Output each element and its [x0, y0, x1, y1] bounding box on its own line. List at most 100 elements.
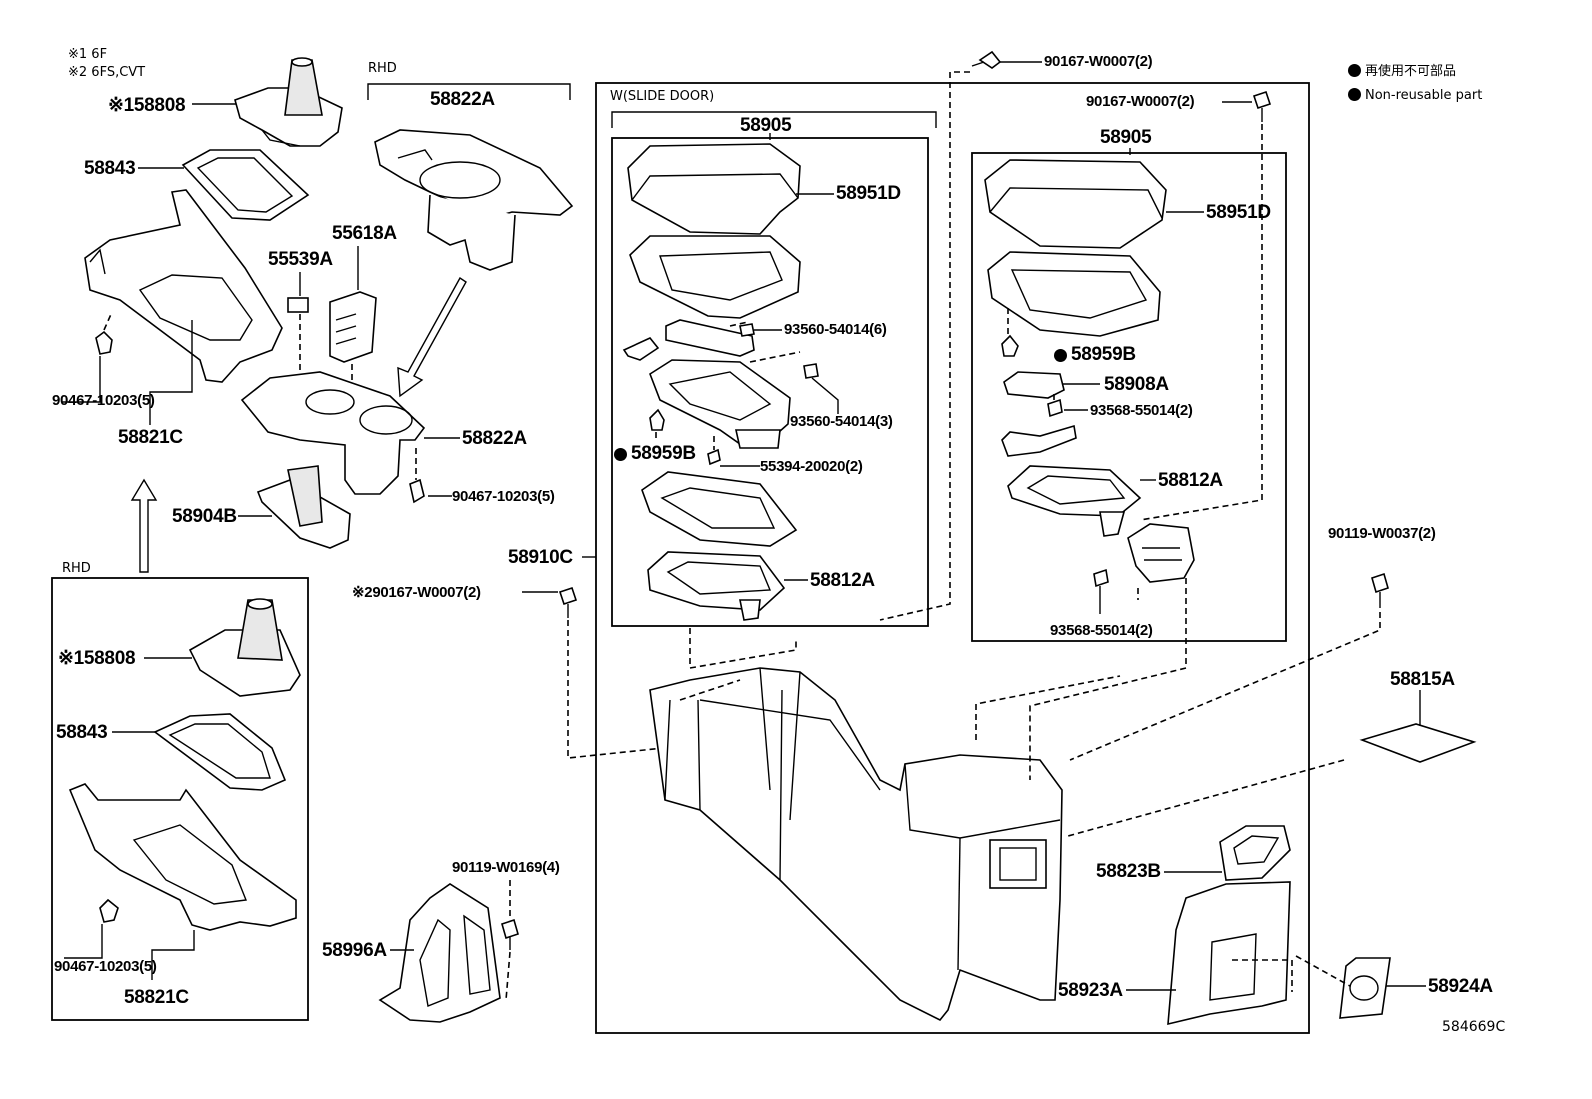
label-58808-bot-text: 58808 [83, 648, 136, 669]
tray-58812a-right [1007, 465, 1142, 537]
rear-panel-58923a [1167, 881, 1291, 1026]
label-58951d-right[interactable]: 58951D [1206, 202, 1271, 223]
screw-93560-3 [803, 363, 819, 379]
label-58812a-right[interactable]: 58812A [1158, 470, 1223, 491]
bolt-90119-w0169 [501, 918, 519, 950]
label-58808-top-text: 58808 [133, 95, 186, 116]
label-93560-3[interactable]: 93560-54014(3) [790, 413, 893, 430]
tray-58812a-left [647, 551, 786, 621]
clip-mid [409, 478, 425, 504]
label-58959b-left[interactable]: 58959B [614, 444, 696, 463]
slide-door-label: W(SLIDE DOOR) [610, 89, 715, 104]
label-90167-right[interactable]: 90167-W0007(2) [1086, 93, 1195, 110]
label-58904b[interactable]: 58904B [172, 506, 237, 527]
cupholder-rhd [374, 129, 574, 271]
non-reusable-dot-icon [1348, 88, 1361, 101]
standard-armrest-frame [971, 152, 1287, 642]
shift-panel-top [84, 189, 283, 383]
pad-58815a [1359, 723, 1477, 763]
console-body-58910c [649, 667, 1063, 1022]
hinge-right [1001, 424, 1077, 457]
cover-58924a [1339, 957, 1391, 1019]
label-58812a-left[interactable]: 58812A [810, 570, 875, 591]
label-90119-w0037[interactable]: 90119-W0037(2) [1328, 525, 1436, 542]
legend-en-text: Non-reusable part [1365, 88, 1483, 103]
cupholder-mid [240, 371, 426, 495]
non-reusable-dot-icon [614, 448, 627, 461]
mark-1: ※1 [58, 648, 84, 669]
label-58822a-mid[interactable]: 58822A [462, 428, 527, 449]
hinge-left [622, 319, 755, 361]
label-58808-top[interactable]: ※158808 [108, 95, 186, 116]
screw-93560-6 [739, 323, 755, 337]
label-58959b-right[interactable]: 58959B [1054, 345, 1136, 364]
screw-90167-left [558, 586, 578, 618]
rhd-frame [51, 577, 309, 1021]
screw-93568-b [1093, 568, 1109, 614]
label-90167-top[interactable]: 90167-W0007(2) [1044, 53, 1153, 70]
non-reusable-dot-icon [1348, 64, 1361, 77]
label-90119-w0169[interactable]: 90119-W0169(4) [452, 859, 560, 876]
label-58905-left[interactable]: 58905 [740, 115, 792, 136]
mark-1: ※1 [108, 95, 134, 116]
figure-code: 584669C [1442, 1019, 1506, 1035]
lid-58951d-right [984, 159, 1167, 249]
label-58815a[interactable]: 58815A [1390, 669, 1455, 690]
clip-58959b-left [649, 408, 665, 431]
clip-55539a [287, 297, 309, 313]
screw-93568-a [1047, 398, 1063, 418]
label-55618a[interactable]: 55618A [332, 223, 397, 244]
label-58905-right[interactable]: 58905 [1100, 127, 1152, 148]
label-58821c-bot[interactable]: 58821C [124, 987, 189, 1008]
console-frame [595, 82, 1310, 1034]
shift-bezel-rhd [153, 713, 287, 791]
label-90467-top[interactable]: 90467-10203(5) [52, 392, 155, 409]
label-55394[interactable]: 55394-20020(2) [760, 458, 863, 475]
rhd-label-top: RHD [368, 61, 397, 76]
rhd-label-bottom: RHD [62, 561, 91, 576]
shift-panel-rhd [68, 783, 297, 931]
label-58823b[interactable]: 58823B [1096, 861, 1161, 882]
screw-90167-right [1252, 90, 1272, 122]
shift-boot-rhd [188, 598, 301, 697]
label-58910c[interactable]: 58910C [508, 547, 573, 568]
label-93568-a[interactable]: 93568-55014(2) [1090, 402, 1193, 419]
shift-cover-58904b [256, 465, 351, 549]
legend-jp: 再使用不可部品 [1348, 64, 1456, 78]
latch-58908a [1003, 371, 1065, 399]
up-arrow [130, 478, 158, 573]
lid-58951d-left [627, 143, 801, 235]
label-58808-bot[interactable]: ※158808 [58, 648, 136, 669]
lid-base-left [629, 235, 801, 319]
non-reusable-dot-icon [1054, 349, 1067, 362]
slide-door-bracket [611, 111, 937, 128]
label-90467-mid[interactable]: 90467-10203(5) [452, 488, 555, 505]
lid-base-right [987, 251, 1161, 337]
label-58923a[interactable]: 58923A [1058, 980, 1123, 1001]
label-55539a[interactable]: 55539A [268, 249, 333, 270]
label-93568-b[interactable]: 93568-55014(2) [1050, 622, 1153, 639]
label-58843-top[interactable]: 58843 [84, 158, 136, 179]
shift-boot-top [234, 57, 343, 147]
pocket-55618a [329, 291, 377, 363]
label-90167-left[interactable]: ※290167-W0007(2) [352, 585, 481, 600]
label-58821c-top[interactable]: 58821C [118, 427, 183, 448]
latch-block-right [1127, 523, 1195, 583]
label-58843-bot[interactable]: 58843 [56, 722, 108, 743]
label-90467-bot[interactable]: 90467-10203(5) [54, 958, 157, 975]
label-93560-6[interactable]: 93560-54014(6) [784, 321, 887, 338]
latch-frame-left [649, 359, 791, 449]
label-58924a[interactable]: 58924A [1428, 976, 1493, 997]
shift-bezel-top [181, 149, 310, 221]
label-58959b-right-text: 58959B [1071, 344, 1136, 365]
label-58951d-left[interactable]: 58951D [836, 183, 901, 204]
bracket-58996a [378, 883, 501, 1023]
label-58822a-top[interactable]: 58822A [430, 89, 495, 110]
label-58959b-left-text: 58959B [631, 443, 696, 464]
label-58996a[interactable]: 58996A [322, 940, 387, 961]
legend-en: Non-reusable part [1348, 88, 1482, 102]
label-90167-left-text: 90167-W0007(2) [372, 584, 481, 601]
label-58908a[interactable]: 58908A [1104, 374, 1169, 395]
screw-90167-top [971, 50, 1002, 69]
